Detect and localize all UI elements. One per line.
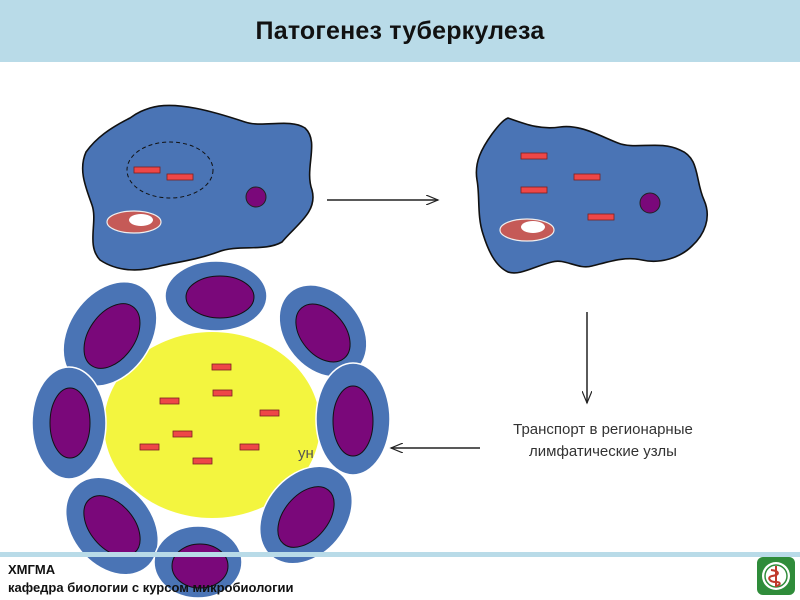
macrophage-body: [475, 117, 708, 274]
footer-divider: [0, 552, 800, 557]
nucleus: [245, 186, 267, 208]
bacterium: [212, 389, 233, 397]
granuloma-cell: [258, 465, 354, 565]
caption-line-2: лимфатические узлы: [529, 443, 677, 460]
bacterium: [166, 173, 194, 181]
title-bar: Патогенез туберкулеза: [0, 0, 800, 62]
caption-line-1: Транспорт в регионарные: [513, 421, 693, 438]
bacterium: [259, 409, 280, 417]
bacterium: [520, 152, 548, 160]
macrophage-multiplying: [475, 117, 708, 274]
bacterium: [573, 173, 601, 181]
granuloma-cell: [64, 476, 160, 576]
bacterium: [192, 457, 213, 465]
bacterium: [133, 166, 161, 174]
granuloma-cell: [315, 362, 391, 476]
page-title: Патогенез туберкулеза: [255, 16, 545, 45]
nucleus: [639, 192, 661, 214]
granuloma: ун: [31, 260, 391, 599]
bacterium: [159, 397, 180, 405]
macrophage-body: [81, 104, 314, 271]
macrophage-infected: [81, 104, 314, 271]
medical-snake-emblem-icon: [757, 557, 795, 595]
granuloma-cell: [62, 280, 158, 388]
hidden-text-fragment: ун: [298, 445, 314, 462]
bacterium: [587, 213, 615, 221]
footer-org: ХМГМА: [8, 562, 56, 577]
bacterium: [239, 443, 260, 451]
granuloma-cell: [31, 366, 107, 480]
phagosome-outline: [126, 141, 214, 199]
lymph-transport-caption: Транспорт в регионарные лимфатические уз…: [472, 419, 734, 463]
vacuole-core: [521, 221, 545, 233]
footer: ХМГМА кафедра биологии с курсом микробио…: [8, 561, 294, 597]
bacterium: [172, 430, 193, 438]
bacterium: [520, 186, 548, 194]
caseous-core: [104, 332, 320, 518]
footer-department: кафедра биологии с курсом микробиологии: [8, 580, 294, 595]
bacterium: [211, 363, 232, 371]
bacterium: [139, 443, 160, 451]
vacuole-core: [129, 214, 153, 226]
granuloma-cell: [164, 260, 268, 332]
granuloma-cell: [278, 284, 368, 378]
